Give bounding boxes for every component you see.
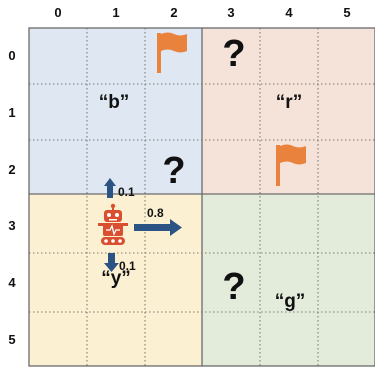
region-label-g: “g” (275, 291, 306, 312)
region-g-background (202, 194, 375, 366)
question-mark-3: ? (222, 266, 245, 308)
col-label-1: 1 (112, 5, 119, 20)
flag-icon (276, 144, 306, 186)
row-label-4: 4 (8, 275, 16, 290)
col-label-0: 0 (54, 5, 61, 20)
region-label-r: “r” (276, 92, 302, 113)
arrow-right-icon (134, 219, 182, 236)
region-label-b: “b” (99, 92, 130, 113)
question-mark-2: ? (162, 150, 185, 192)
region-b-background (29, 28, 202, 194)
robot-icon (98, 203, 128, 245)
col-label-4: 4 (285, 5, 293, 20)
row-label-0: 0 (8, 48, 15, 63)
region-r-background (202, 28, 375, 194)
row-label-1: 1 (8, 105, 15, 120)
question-mark-1: ? (222, 33, 245, 75)
col-label-3: 3 (227, 5, 234, 20)
col-label-5: 5 (343, 5, 350, 20)
row-label-5: 5 (8, 332, 15, 347)
row-label-3: 3 (8, 218, 15, 233)
prob-label-right: 0.8 (147, 206, 164, 220)
prob-label-up: 0.1 (118, 185, 135, 199)
region-label-y: “y” (101, 268, 131, 289)
col-label-2: 2 (170, 5, 177, 20)
flag-icon (157, 32, 187, 73)
arrow-up-icon (104, 178, 116, 198)
row-label-2: 2 (8, 162, 15, 177)
prob-label-down: 0.1 (119, 259, 136, 273)
arrow-down-icon (104, 253, 119, 272)
region-boundaries (28, 27, 375, 367)
